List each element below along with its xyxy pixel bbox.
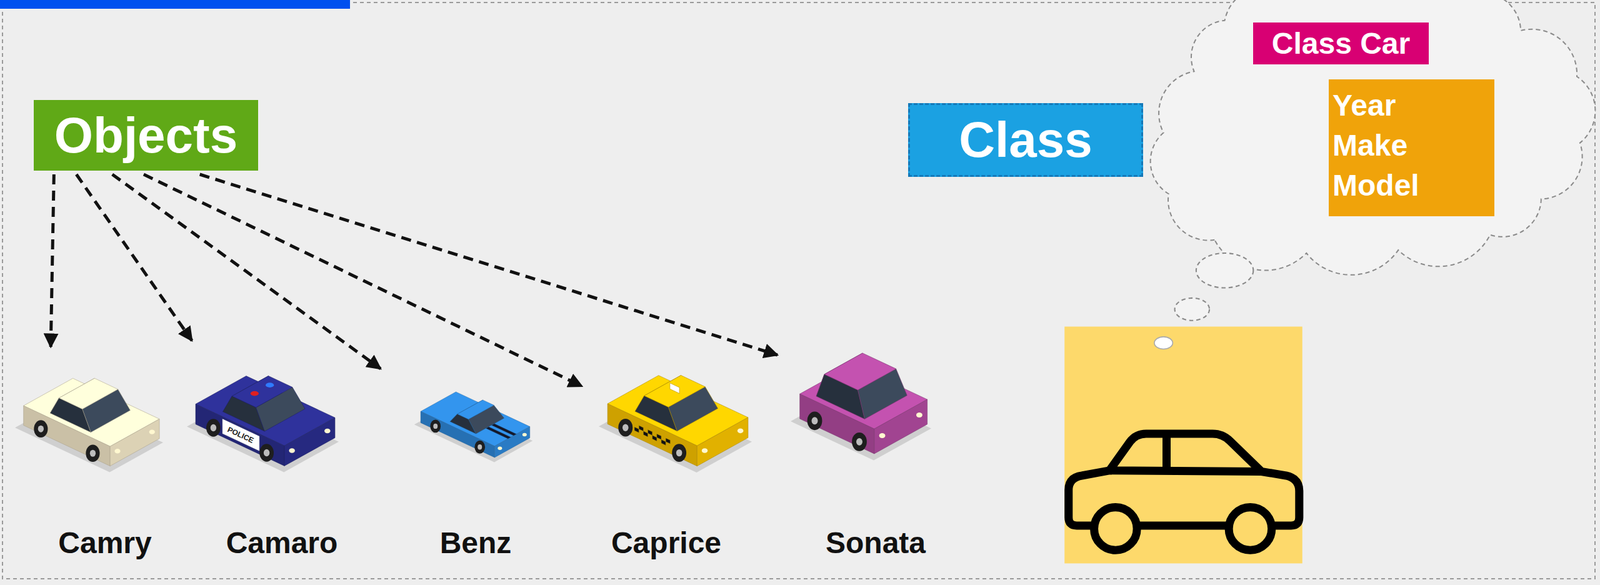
taxi-checker [634,426,639,433]
headlight [497,446,502,451]
freshener-hole [1154,336,1173,350]
car-object: Camaro [178,340,341,566]
wheel-hub [90,450,96,457]
taxi-checker [656,433,662,440]
car-object: Camry [12,346,172,566]
taxi-checker [652,435,657,442]
car-body-front [696,417,749,467]
headlight [701,448,709,454]
dashed-arrow [112,174,381,369]
wheel-hub [856,438,863,446]
taxi-sign [670,383,680,394]
car-roof [457,400,494,420]
node-text: Make [1332,125,1408,166]
dashed-arrow [200,174,778,355]
police-light [250,391,259,397]
police-light [265,382,274,388]
wheel-hub [676,449,683,457]
dashed-arrow [50,174,54,347]
car-object: Benz [365,368,554,566]
wheel-hub [38,425,44,433]
car-roof [58,378,118,409]
thought-bubble [1196,253,1254,289]
car-roof [824,353,897,390]
car-name: Camaro [226,525,339,560]
car-wheel [206,418,221,437]
thought-cloud [1150,0,1596,275]
wheel-hub [433,423,438,429]
attribute-list-box: YearMakeModel [1328,79,1495,217]
wheel-hub [477,444,482,450]
wheel-hub [263,449,270,457]
car-illustrations [15,353,932,473]
freshener-card [1064,326,1302,564]
car-name: Caprice [611,525,722,560]
car-object: Sonata [765,355,935,566]
car-illustration [15,378,164,472]
taxi-checker [643,431,648,437]
wheel-hub [210,424,217,432]
car-wheel [33,420,48,438]
car-wheel [85,444,100,462]
headlight [288,448,295,454]
car-roof [231,375,293,407]
hood-stripe [491,423,517,436]
taxi-checker [665,438,670,444]
car-door-text: POLICE [226,425,256,445]
car-name: Benz [440,525,512,560]
car-wheel [851,432,867,452]
title-band [0,0,350,9]
taxi-checker [648,430,653,436]
headlight [879,433,886,439]
car-wheel [807,411,823,430]
car-wheel [671,443,687,462]
car-illustration [598,375,752,473]
dashed-arrow [143,174,582,387]
car-body-front [284,417,335,466]
car-body-front [110,418,160,466]
freshener-group [1064,253,1302,564]
car-icon-wheel [1228,507,1272,551]
car-illustration [186,375,339,472]
headlight [114,448,120,454]
class-name-tag: Class Car [1253,22,1429,65]
thought-bubble [1175,298,1210,321]
node-text: Objects [54,106,238,165]
node-text: Class [958,111,1092,169]
dashed-arrow [76,174,192,341]
car-wheel [259,443,274,462]
wheel-hub [811,416,819,425]
car-wheel [474,440,485,454]
car-illustration [790,353,932,461]
class-heading-box: Class [908,103,1144,177]
node-text: Model [1332,165,1420,206]
node-text: Year [1332,85,1396,126]
taxi-checker [638,425,644,432]
headlight [522,433,527,437]
node-text: Class Car [1271,26,1410,61]
car-object: Caprice [565,386,747,566]
car-wheel [430,419,441,433]
headlight [149,429,155,434]
wheel-hub [622,424,629,432]
car-wheel [618,418,633,437]
headlight [916,412,923,418]
taxi-checker [661,439,666,445]
headlight [737,428,744,434]
objects-heading-box: Objects [33,100,259,171]
car-name: Camry [58,525,152,560]
car-roof [644,375,705,408]
car-body-front [494,426,530,458]
car-illustration [414,391,533,462]
car-name: Sonata [825,525,926,560]
car-icon-wheel [1094,507,1138,551]
headlight [324,428,330,434]
